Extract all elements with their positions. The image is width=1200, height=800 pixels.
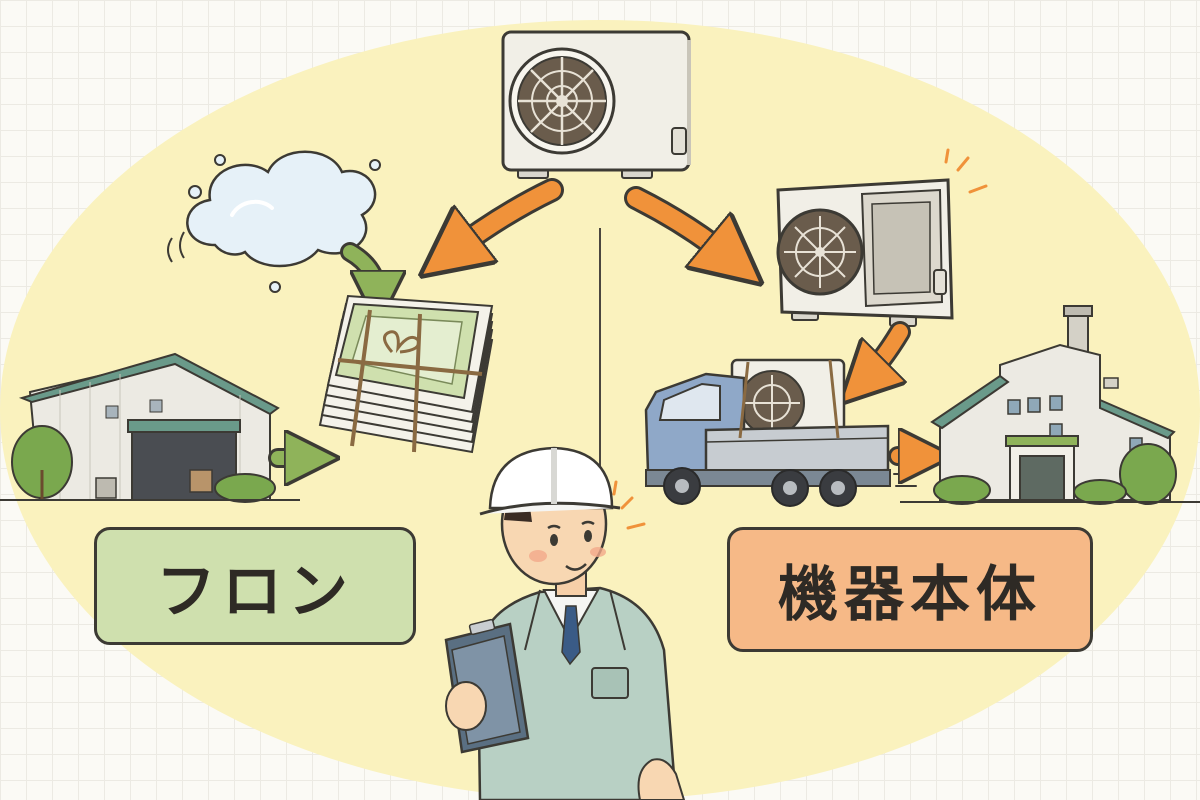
label-refrigerant: フロン xyxy=(94,527,416,645)
truck-icon xyxy=(644,358,917,507)
air-conditioner-outdoor-unit-icon xyxy=(501,30,691,179)
label-unit-body: 機器本体 xyxy=(727,527,1093,652)
tree-icon xyxy=(11,425,276,503)
refrigerant-cloud-icon xyxy=(167,150,381,293)
label-refrigerant-text: フロン xyxy=(156,556,354,627)
open-outdoor-unit-icon xyxy=(776,148,988,327)
document-bundle-icon xyxy=(318,294,494,454)
warehouse-icon xyxy=(18,352,280,501)
label-unit-body-text: 機器本体 xyxy=(778,560,1042,630)
factory-icon xyxy=(930,305,1176,501)
tree-icon xyxy=(933,443,1177,505)
worker-with-clipboard-icon xyxy=(444,446,686,800)
